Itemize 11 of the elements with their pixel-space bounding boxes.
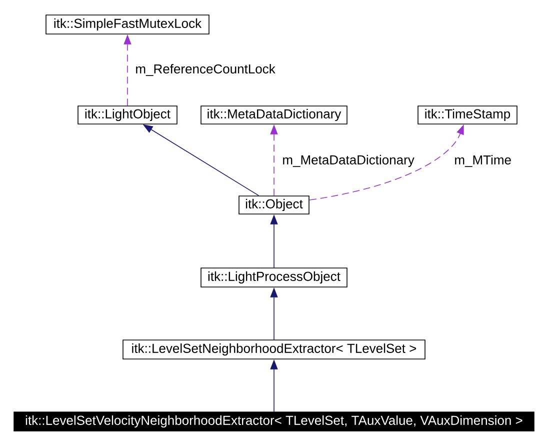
edge-label: m_MTime xyxy=(453,154,512,168)
class-box: itk::SimpleFastMutexLock xyxy=(46,14,210,34)
class-box: itk::LevelSetNeighborhoodExtractor< TLevelSet > xyxy=(122,340,426,360)
edge-label: m_ReferenceCountLock xyxy=(134,63,276,77)
class-box: itk::TimeStamp xyxy=(418,106,518,124)
class-box: itk::Object xyxy=(238,196,310,214)
class-box: itk::LightObject xyxy=(78,106,178,124)
highlighted-class-box: itk::LevelSetVelocityNeighborhoodExtractor< TLevelSet, TAuxValue, VAuxDimension > xyxy=(14,412,534,432)
edge-label: m_MetaDataDictionary xyxy=(281,154,416,168)
class-box: itk::MetaDataDictionary xyxy=(200,106,348,124)
class-box: itk::LightProcessObject xyxy=(200,268,348,288)
